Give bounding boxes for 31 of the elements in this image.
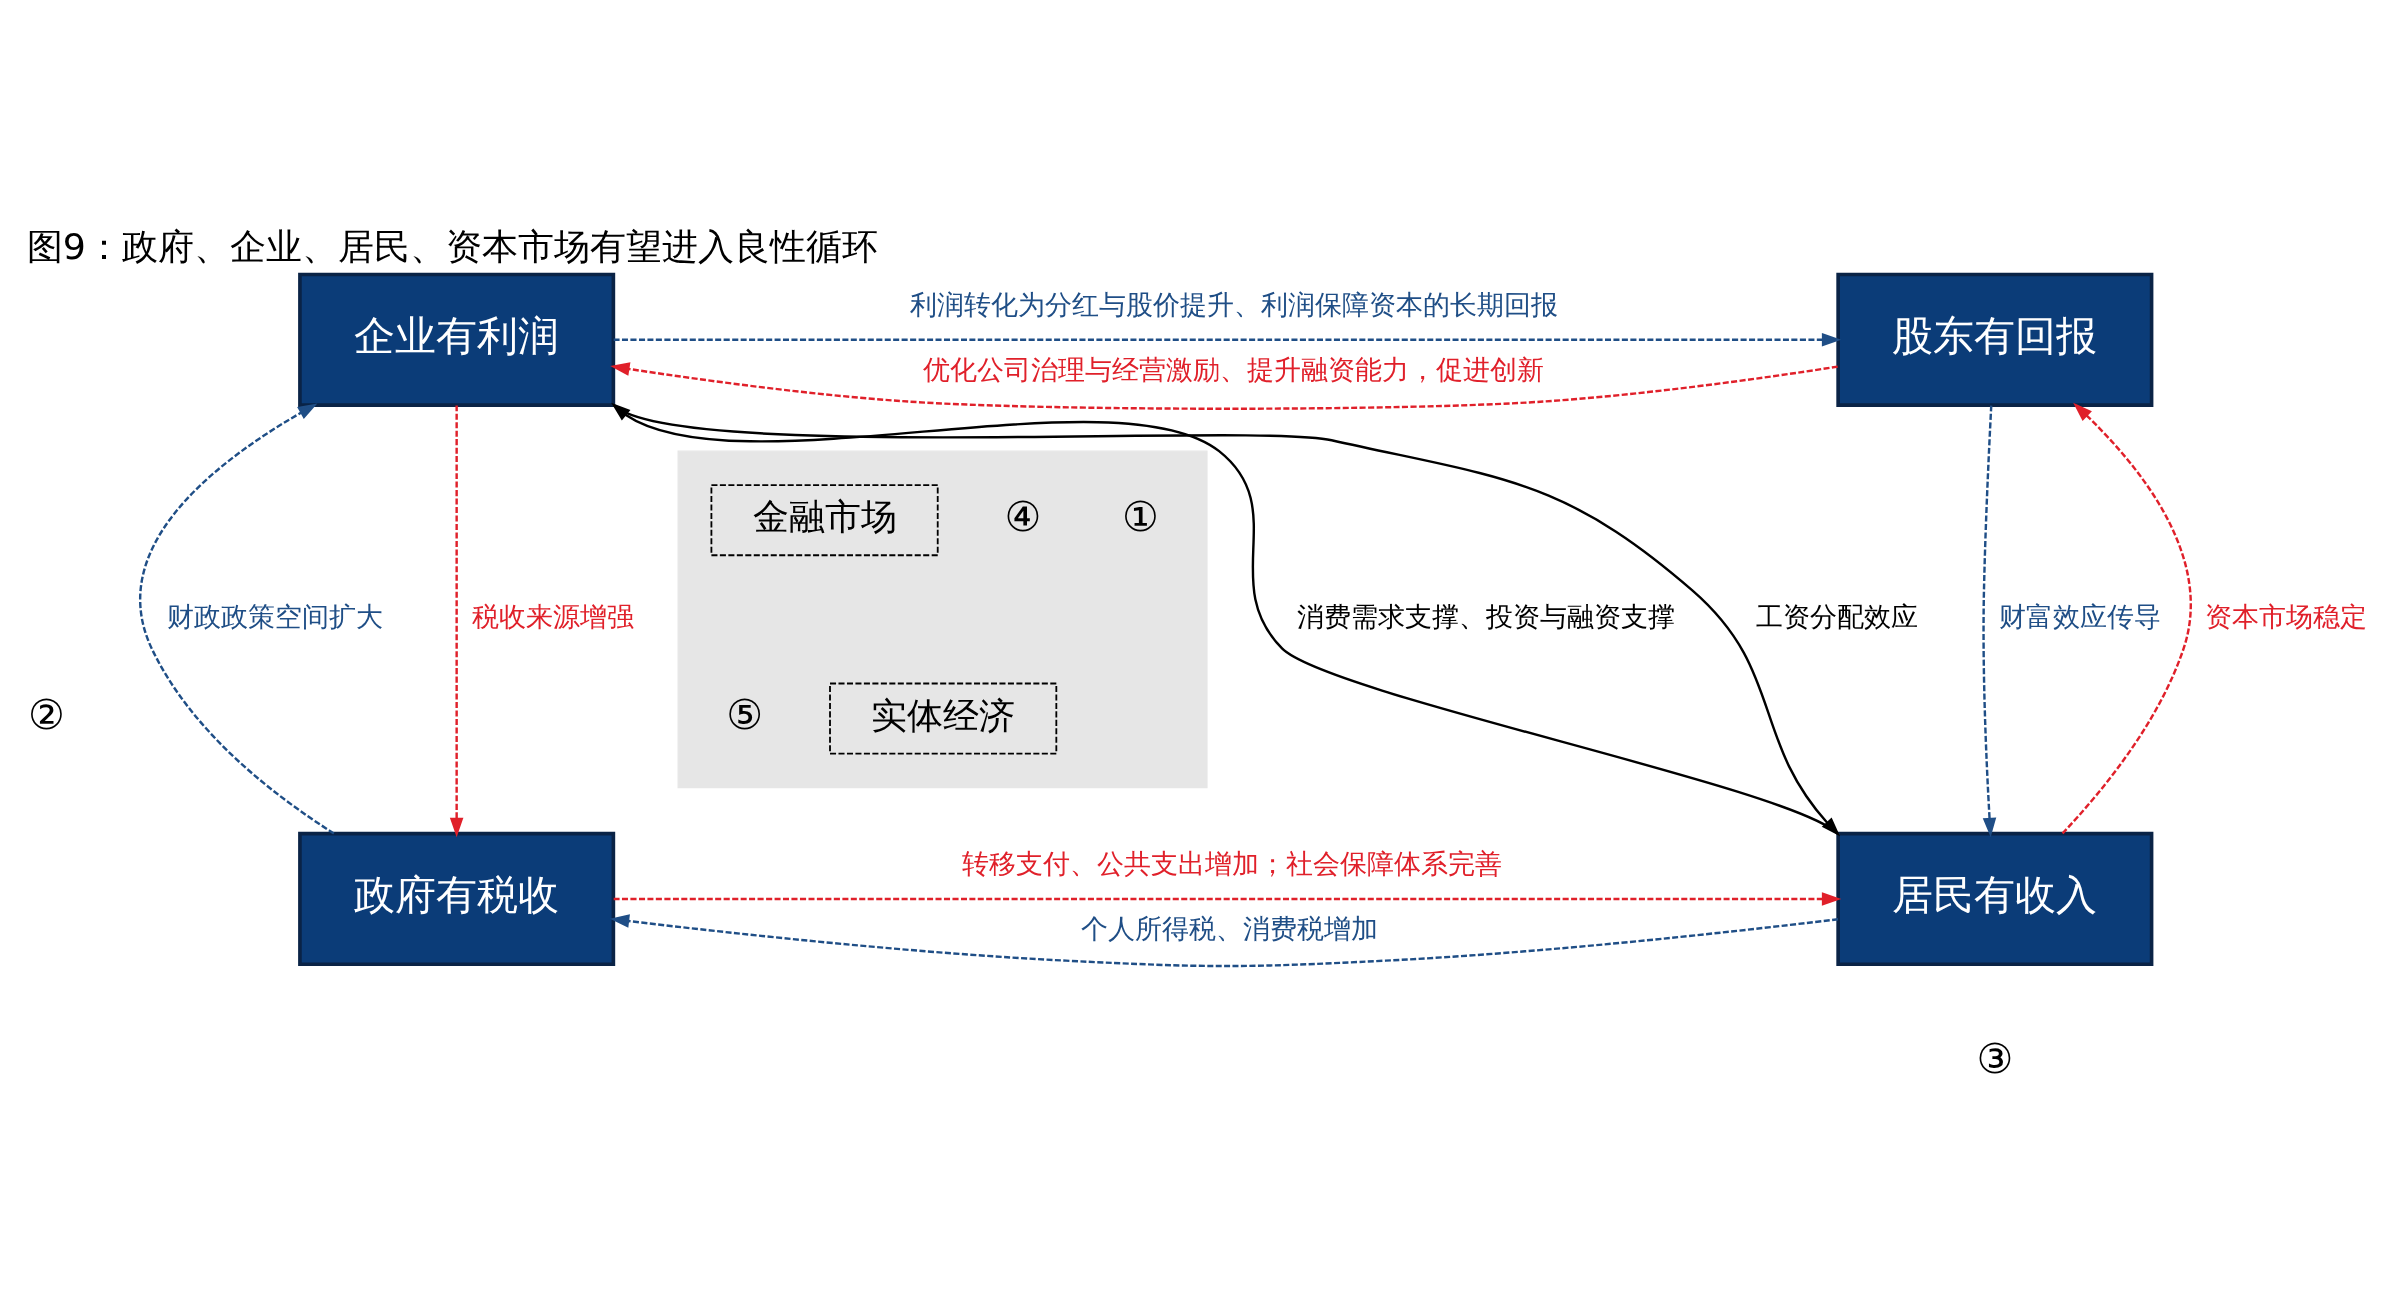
label: ⑤ — [726, 691, 764, 740]
arrow — [2061, 402, 2192, 835]
edge-label: 利润转化为分红与股价提升、利润保障资本的长期回报 — [909, 288, 1558, 320]
arrow — [610, 362, 1838, 410]
edge-label: 财政政策空间扩大 — [166, 601, 383, 633]
edge-label: 工资分配效应 — [1755, 601, 1918, 633]
label: ② — [27, 691, 65, 740]
arrow — [609, 914, 1839, 968]
diagram-title: 图9：政府、企业、居民、资本市场有望进入良性循环 — [26, 224, 878, 268]
edge-label: 转移支付、公共支出增加；社会保障体系完善 — [961, 848, 1502, 880]
edge-label: 税收来源增强 — [471, 601, 634, 633]
node-box: 居民有收入 — [1836, 831, 2154, 967]
label: ① — [1122, 492, 1159, 541]
label: ④ — [1004, 492, 1042, 541]
edge-label: 财富效应传导 — [1999, 601, 2162, 633]
cluster — [677, 450, 1208, 789]
arrow — [613, 333, 1842, 347]
edge-label: 资本市场稳定 — [2204, 601, 2367, 633]
node-box: 政府有税收 — [298, 831, 616, 967]
edge-label: 个人所得税、消费税增加 — [1080, 913, 1378, 945]
arrow — [449, 405, 464, 838]
arrow — [613, 892, 1842, 906]
node-box: 股东有回报 — [1836, 272, 2154, 407]
arrow — [1982, 405, 1997, 838]
edge-label: 优化公司治理与经营激励、提升融资能力，促进创新 — [923, 354, 1545, 386]
arrow — [139, 403, 335, 835]
node-box: 金融市场 — [710, 484, 939, 557]
label: ③ — [1976, 1035, 2014, 1084]
node-box: 企业有利润 — [298, 272, 616, 407]
edge-label: 消费需求支撑、投资与融资支撑 — [1297, 601, 1676, 633]
node-box: 实体经济 — [829, 682, 1058, 755]
